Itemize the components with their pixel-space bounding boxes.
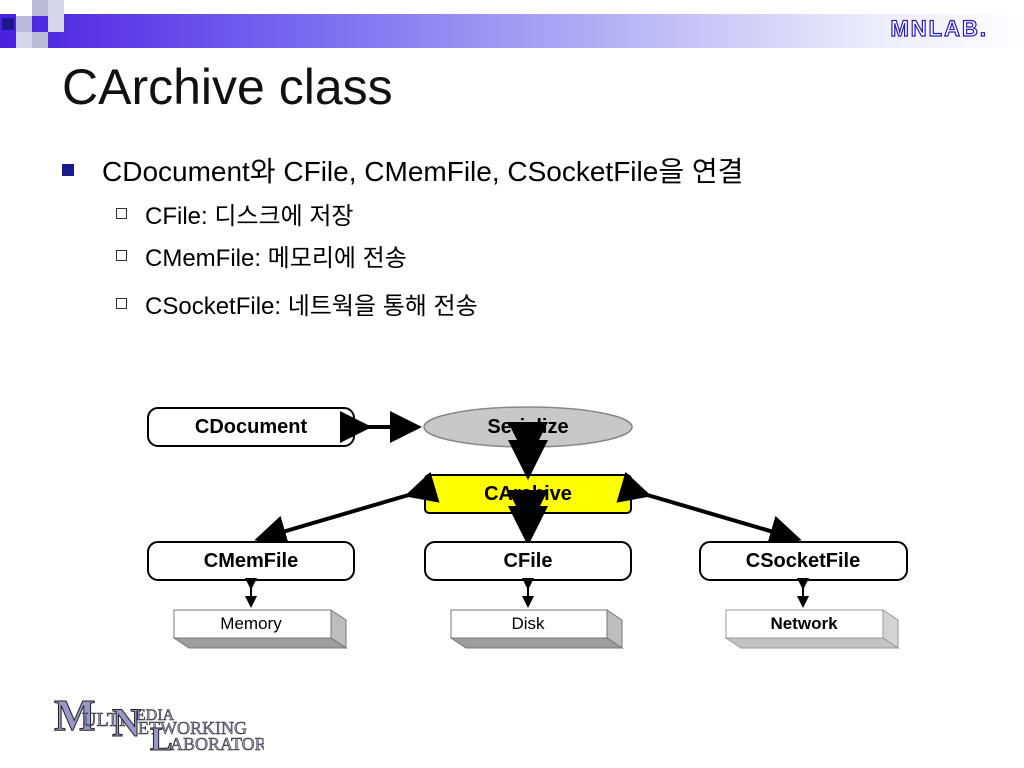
svg-text:M: M — [54, 691, 96, 740]
carchive-label: CArchive — [484, 483, 572, 505]
serialize-label: Serialize — [487, 416, 568, 438]
memory-label: Memory — [220, 614, 282, 633]
bullet-main: CDocument와 CFile, CMemFile, CSocketFile을… — [62, 148, 962, 192]
page-title: CArchive class — [62, 59, 393, 115]
arrow-carchive-cmemfile — [254, 471, 440, 547]
svg-text:ETWORKING: ETWORKING — [138, 718, 247, 738]
svg-text:ULTI: ULTI — [82, 709, 126, 731]
csocketfile-node: CSocketFile — [699, 541, 908, 581]
bullet-main-text: CDocument와 CFile, CMemFile, CSocketFile을… — [102, 156, 744, 187]
svg-text:N: N — [112, 700, 141, 745]
hollow-square-bullet-icon — [116, 297, 127, 309]
hollow-square-bullet-icon — [116, 207, 127, 219]
bullet-sub: CFile: 디스크에 저장 — [116, 192, 962, 234]
cfile-label: CFile — [504, 550, 553, 572]
arrow-carchive-csocketfile — [616, 471, 802, 547]
disk-node: Disk — [449, 609, 624, 649]
square-bullet-icon — [62, 164, 74, 176]
multimedia-networking-lab-logo: M ULTI N EDIA ETWORKING L ABORATORY — [54, 691, 264, 755]
brand-label: MNLAB. — [890, 15, 988, 41]
bullet-sub-text: CFile: 디스크에 저장 — [145, 202, 354, 230]
svg-text:ABORATORY: ABORATORY — [170, 734, 264, 754]
network-label: Network — [770, 614, 838, 633]
corner-squares-decoration — [0, 0, 80, 64]
svg-text:L: L — [150, 721, 173, 754]
carchive-node: CArchive — [424, 474, 632, 514]
bullet-sub-text: CMemFile: 메모리에 전송 — [145, 244, 407, 272]
header-band — [0, 14, 1024, 48]
bullet-list: CDocument와 CFile, CMemFile, CSocketFile을… — [62, 148, 962, 324]
svg-text:EDIA: EDIA — [136, 707, 175, 724]
disk-label: Disk — [511, 614, 545, 633]
cdocument-label: CDocument — [195, 416, 308, 438]
bullet-sub: CSocketFile: 네트웍을 통해 전송 — [116, 282, 962, 324]
bullet-sub: CMemFile: 메모리에 전송 — [116, 234, 962, 276]
memory-node: Memory — [172, 609, 348, 649]
cmemfile-node: CMemFile — [147, 541, 355, 581]
cfile-node: CFile — [424, 541, 632, 581]
cdocument-node: CDocument — [147, 407, 355, 447]
serialize-node: Serialize — [423, 406, 633, 448]
csocketfile-label: CSocketFile — [746, 550, 860, 572]
bullet-sub-text: CSocketFile: 네트웍을 통해 전송 — [145, 292, 478, 320]
cmemfile-label: CMemFile — [204, 550, 298, 572]
network-node: Network — [724, 609, 900, 649]
hollow-square-bullet-icon — [116, 249, 127, 261]
